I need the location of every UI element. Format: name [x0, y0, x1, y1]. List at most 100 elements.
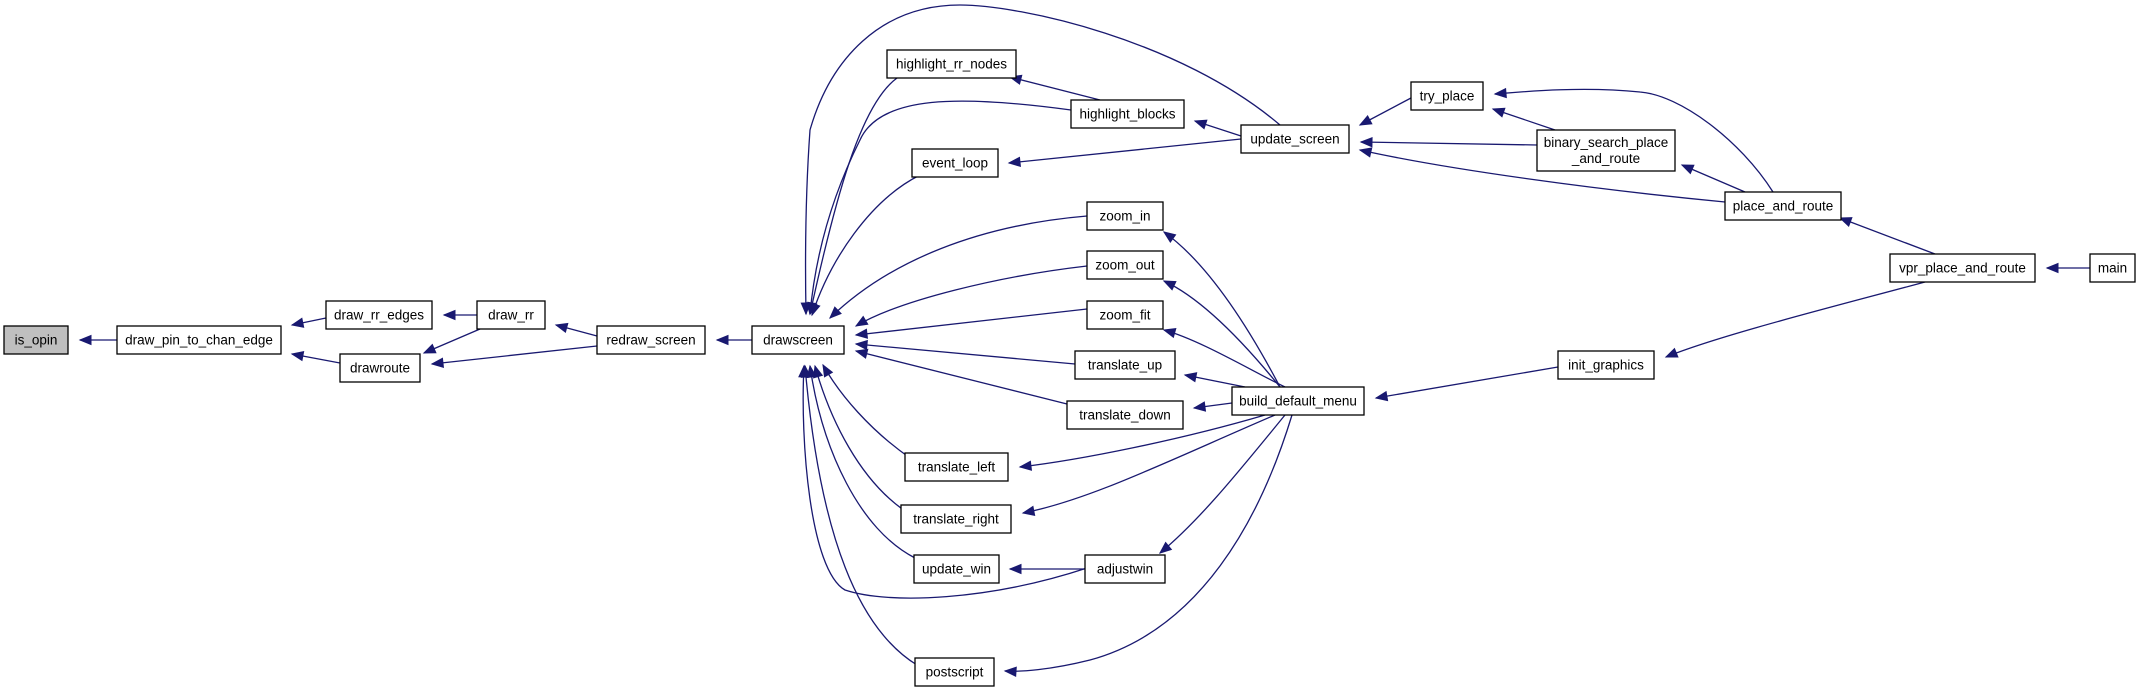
node-init-graphics[interactable]: init_graphics	[1557, 350, 1655, 380]
node-box[interactable]	[116, 325, 282, 355]
arrowhead-drawscreen	[800, 302, 812, 316]
arrowhead-drawscreen	[822, 363, 834, 378]
node-box[interactable]	[1084, 554, 1166, 584]
node-box[interactable]	[751, 325, 845, 355]
arrowhead-translate_right	[1021, 505, 1036, 516]
node-main[interactable]: main	[2089, 253, 2136, 283]
node-translate-up[interactable]: translate_up	[1074, 350, 1176, 380]
edge-binary_search_place_and_route-to-update_screen	[1360, 141, 1538, 146]
node-is-opin[interactable]: is_opin	[3, 325, 69, 355]
node-zoom-fit[interactable]: zoom_fit	[1086, 300, 1164, 330]
node-update-screen[interactable]: update_screen	[1240, 124, 1350, 154]
edge-zoom_fit-to-drawscreen	[855, 308, 1088, 336]
node-label: main	[2098, 261, 2127, 276]
edge-place_and_route-to-try_place	[1494, 88, 1774, 193]
edge-build_default_menu-to-zoom_out	[1163, 280, 1281, 388]
node-translate-left[interactable]: translate_left	[904, 452, 1009, 482]
node-box[interactable]	[476, 300, 546, 330]
node-box[interactable]	[1536, 129, 1676, 172]
node-translate-down[interactable]: translate_down	[1066, 400, 1184, 430]
arrowhead-draw_pin_to_chan_edge	[290, 350, 305, 362]
node-binary-search-place-and-route[interactable]: binary_search_place_and_route	[1536, 129, 1676, 172]
node-build-default-menu[interactable]: build_default_menu	[1231, 386, 1365, 416]
node-box[interactable]	[2089, 253, 2136, 283]
node-box[interactable]	[1086, 300, 1164, 330]
edge-translate_right-to-drawscreen	[814, 365, 906, 512]
node-box[interactable]	[900, 504, 1012, 534]
node-adjustwin[interactable]: adjustwin	[1084, 554, 1166, 584]
node-box[interactable]	[1231, 386, 1365, 416]
arrowhead-translate_left	[1018, 460, 1033, 471]
node-box[interactable]	[904, 452, 1009, 482]
node-label: update_screen	[1250, 132, 1339, 147]
node-box[interactable]	[1889, 253, 2036, 283]
edge-update_screen-to-drawscreen	[804, 4, 1281, 315]
edge-translate_down-to-drawscreen	[855, 350, 1068, 405]
node-highlight-rr-nodes[interactable]: highlight_rr_nodes	[886, 49, 1017, 79]
node-box[interactable]	[325, 300, 433, 330]
node-label: translate_left	[918, 460, 996, 475]
node-postscript[interactable]: postscript	[914, 657, 995, 687]
edge-build_default_menu-to-adjustwin	[1159, 414, 1286, 554]
node-zoom-in[interactable]: zoom_in	[1086, 201, 1164, 231]
arrowhead-update_screen	[1358, 114, 1373, 126]
arrowhead-drawscreen	[810, 302, 821, 317]
edge-place_and_route-to-update_screen	[1359, 149, 1726, 203]
node-label: is_opin	[15, 333, 58, 348]
node-label: highlight_blocks	[1079, 107, 1175, 122]
node-box[interactable]	[1410, 81, 1484, 111]
arrowhead-zoom_fit	[1162, 328, 1177, 339]
node-zoom-out[interactable]: zoom_out	[1086, 250, 1164, 280]
node-box[interactable]	[1086, 201, 1164, 231]
node-update-win[interactable]: update_win	[913, 554, 1000, 584]
edge-translate_left-to-drawscreen	[822, 364, 911, 459]
node-label: init_graphics	[1568, 358, 1644, 373]
node-box[interactable]	[1074, 350, 1176, 380]
node-box[interactable]	[913, 554, 1000, 584]
node-highlight-blocks[interactable]: highlight_blocks	[1070, 99, 1185, 129]
node-event-loop[interactable]: event_loop	[911, 148, 999, 178]
node-box[interactable]	[1557, 350, 1655, 380]
node-box[interactable]	[3, 325, 69, 355]
node-translate-right[interactable]: translate_right	[900, 504, 1012, 534]
arrowhead-drawscreen	[800, 364, 812, 378]
node-draw-pin-to-chan-edge[interactable]: draw_pin_to_chan_edge	[116, 325, 282, 355]
node-label: postscript	[926, 665, 984, 680]
node-box[interactable]	[911, 148, 999, 178]
node-vpr-place-and-route[interactable]: vpr_place_and_route	[1889, 253, 2036, 283]
node-drawroute[interactable]: drawroute	[339, 353, 421, 383]
edge-event_loop-to-drawscreen	[811, 174, 921, 316]
node-box[interactable]	[886, 49, 1017, 79]
node-drawscreen[interactable]: drawscreen	[751, 325, 845, 355]
node-place-and-route[interactable]: place_and_route	[1724, 191, 1842, 221]
arrowhead-update_win	[1008, 563, 1022, 575]
node-label: draw_pin_to_chan_edge	[125, 333, 273, 348]
node-box[interactable]	[1086, 250, 1164, 280]
node-box[interactable]	[1066, 400, 1184, 430]
node-draw-rr-edges[interactable]: draw_rr_edges	[325, 300, 433, 330]
node-draw-rr[interactable]: draw_rr	[476, 300, 546, 330]
node-box[interactable]	[1724, 191, 1842, 221]
arrowhead-vpr_place_and_route	[2045, 262, 2059, 274]
arrowhead-drawroute	[430, 357, 445, 368]
node-box[interactable]	[1240, 124, 1350, 154]
arrowhead-zoom_out	[1162, 280, 1177, 291]
node-box[interactable]	[596, 325, 706, 355]
edge-init_graphics-to-build_default_menu	[1375, 366, 1559, 399]
arrowhead-try_place	[1493, 87, 1507, 99]
node-box[interactable]	[1070, 99, 1185, 129]
node-try-place[interactable]: try_place	[1410, 81, 1484, 111]
node-label: redraw_screen	[606, 333, 695, 348]
node-box[interactable]	[339, 353, 421, 383]
arrowhead-try_place	[1491, 107, 1506, 118]
node-label: update_win	[922, 562, 991, 577]
edge-build_default_menu-to-zoom_in	[1163, 231, 1281, 388]
node-box[interactable]	[914, 657, 995, 687]
arrowhead-build_default_menu	[1374, 390, 1389, 402]
node-label: vpr_place_and_route	[1899, 261, 2026, 276]
edge-redraw_screen-to-drawroute	[431, 345, 598, 365]
node-label: place_and_route	[1733, 199, 1834, 214]
arrowhead-event_loop	[1007, 156, 1021, 168]
node-redraw-screen[interactable]: redraw_screen	[596, 325, 706, 355]
